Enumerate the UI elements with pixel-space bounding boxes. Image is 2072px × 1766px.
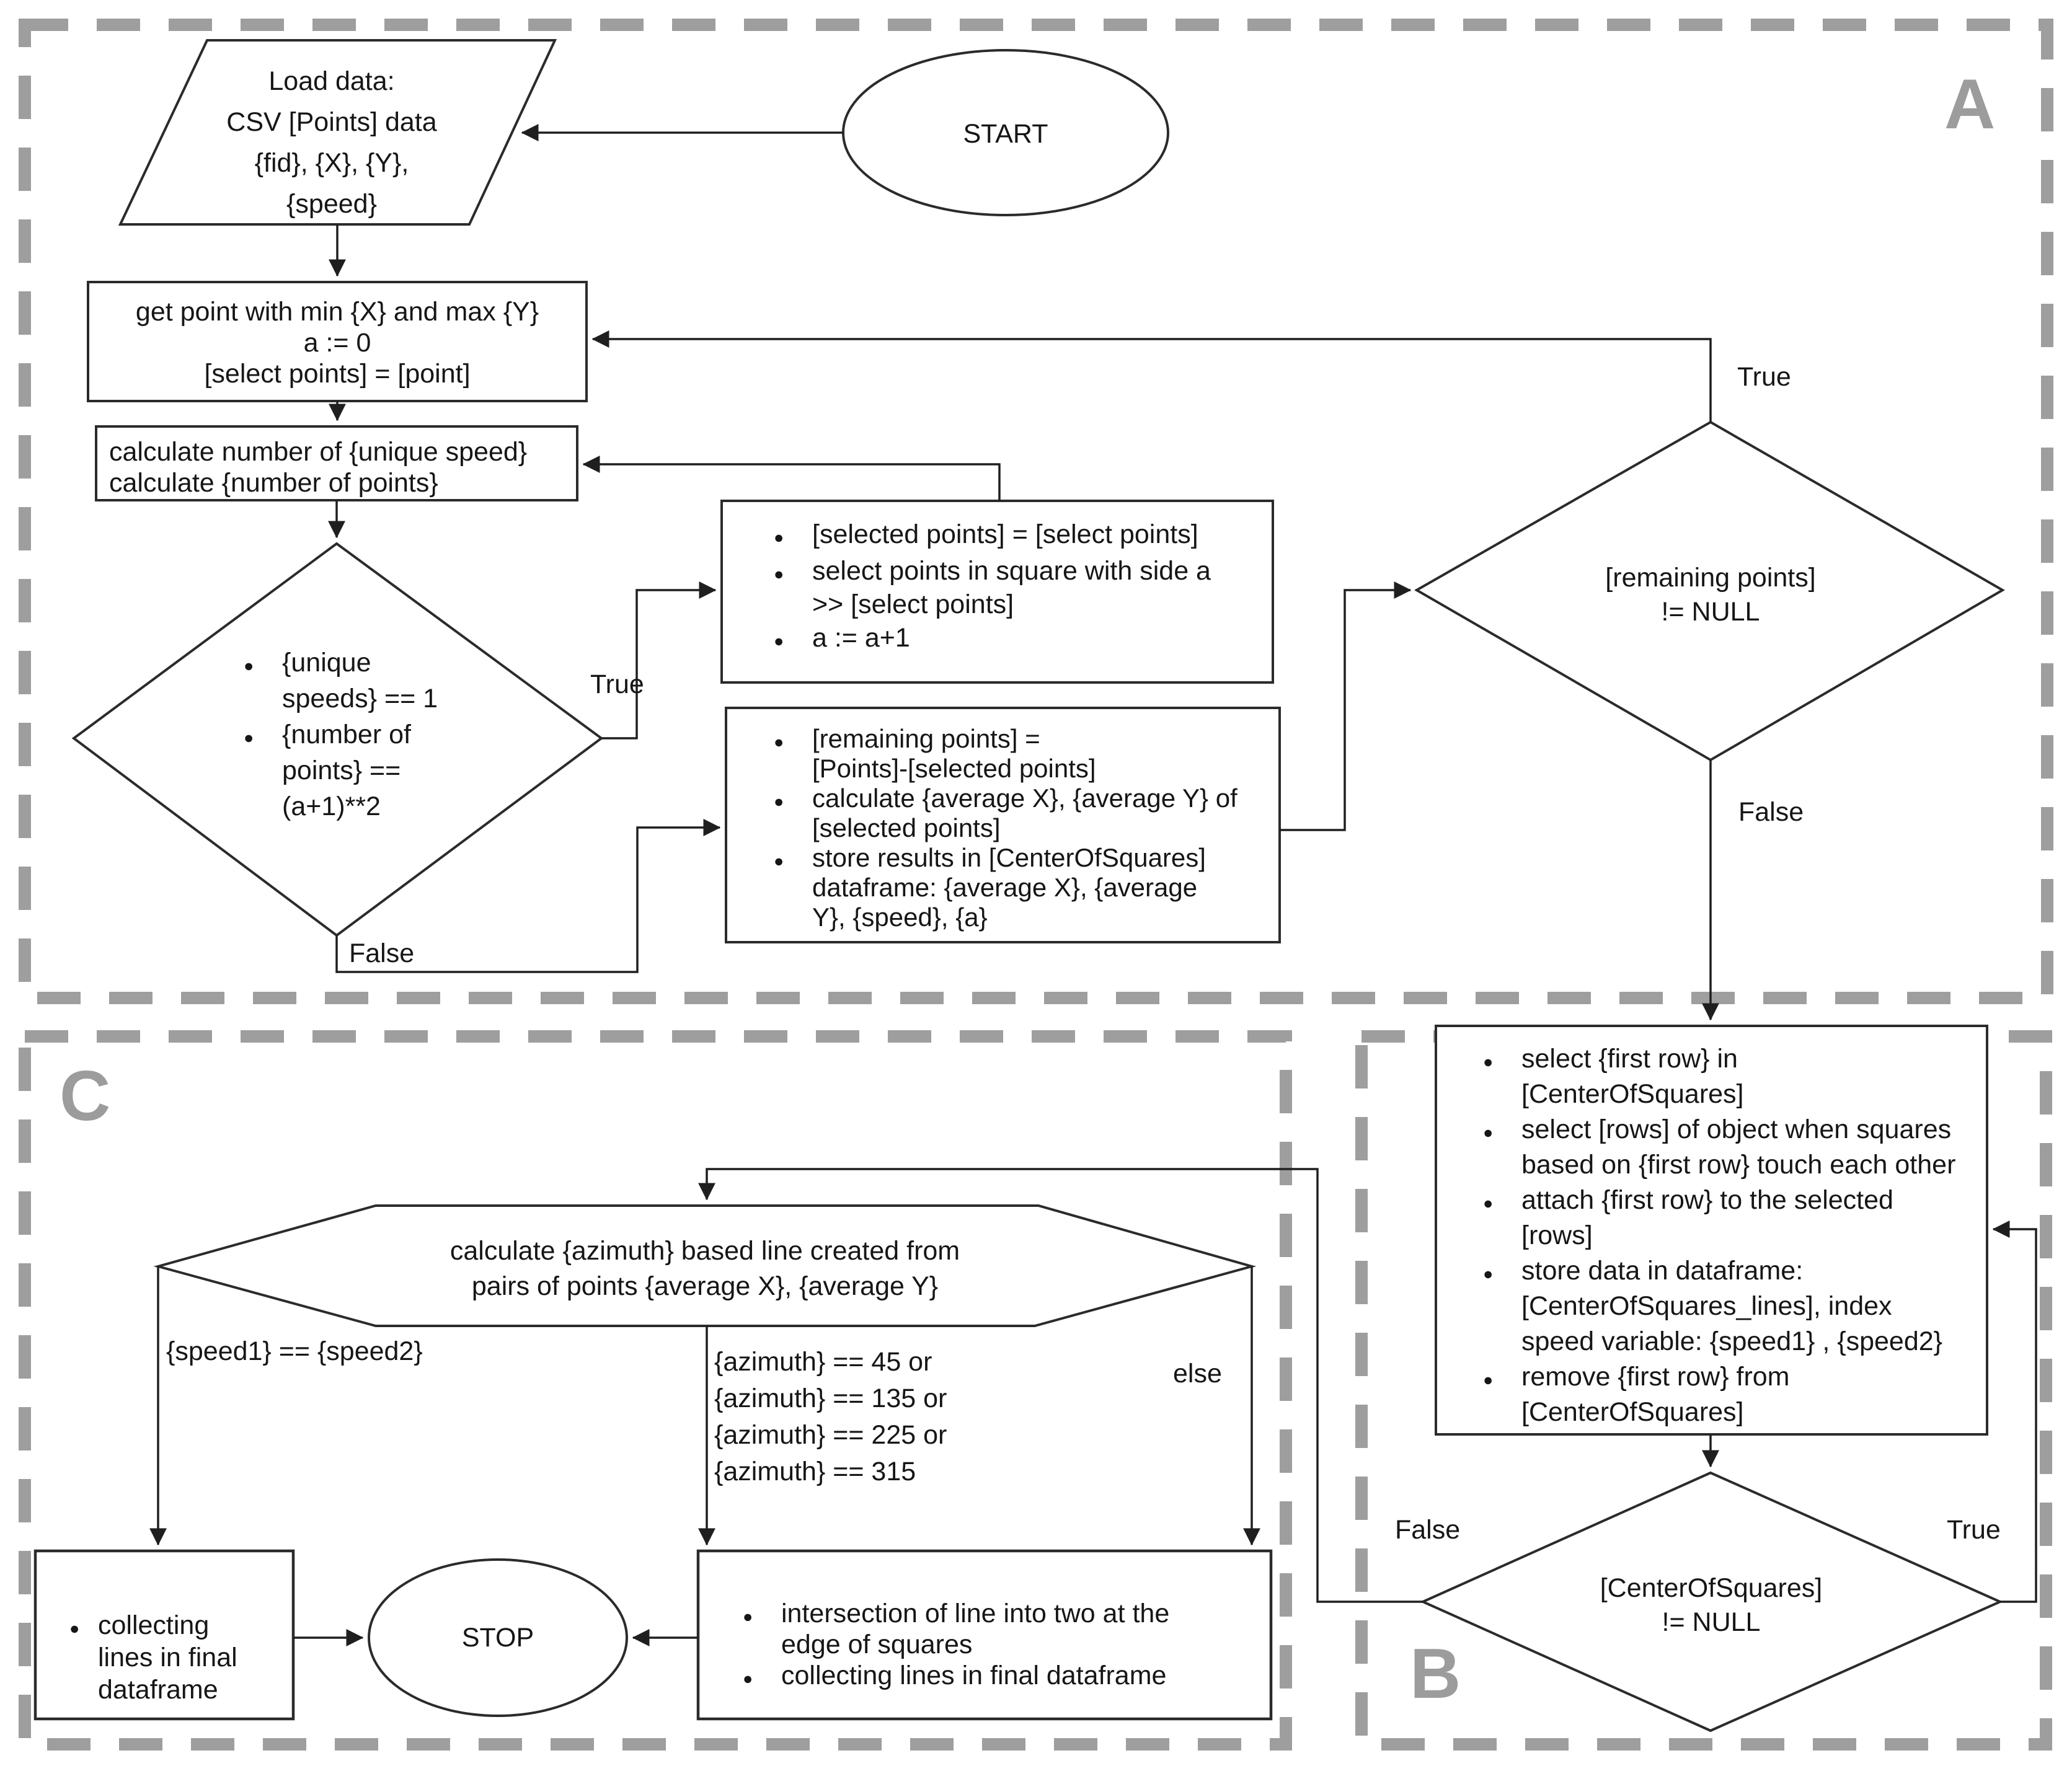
bullet-icon bbox=[768, 518, 812, 554]
get-point-box bbox=[87, 281, 588, 402]
intersect-box bbox=[696, 1549, 1273, 1721]
edge-label-center-true: True bbox=[1947, 1515, 2001, 1545]
bullet-icon bbox=[768, 554, 812, 591]
list-item: a := a+1 bbox=[768, 621, 1264, 658]
path-falseactions-to-remaining bbox=[1280, 581, 1412, 831]
list-item: [remaining points] = [Points]-[selected … bbox=[768, 724, 1270, 784]
calc-counts-text: calculate number of {unique speed} calcu… bbox=[109, 437, 528, 498]
path-center-false-to-hexagon bbox=[698, 1168, 1423, 1603]
list-item: [selected points] = [select points] bbox=[768, 518, 1264, 554]
edge-label-square-true: True bbox=[590, 669, 644, 699]
b-actions-box bbox=[1435, 1025, 1988, 1436]
path-condition-true bbox=[601, 581, 717, 740]
list-item: remove {first row} from [CenterOfSquares… bbox=[1477, 1359, 1979, 1430]
edge-label-remaining-false: False bbox=[1738, 797, 1804, 827]
list-item: select [rows] of object when squares bas… bbox=[1477, 1112, 1979, 1183]
remaining-check-text: [remaining points] != NULL bbox=[1605, 563, 1816, 627]
calc-counts-box bbox=[95, 425, 578, 501]
true-actions-list: [selected points] = [select points] sele… bbox=[768, 518, 1264, 658]
start-label: START bbox=[963, 119, 1048, 149]
stop-ellipse bbox=[368, 1558, 628, 1717]
path-center-true-loop bbox=[1992, 1221, 2037, 1603]
bullet-icon bbox=[1477, 1112, 1521, 1150]
path-trueactions-loop bbox=[582, 456, 1001, 501]
get-point-text: get point with min {X} and max {Y} a := … bbox=[135, 297, 539, 389]
false-actions-list: [remaining points] = [Points]-[selected … bbox=[768, 724, 1270, 932]
true-actions-box bbox=[720, 500, 1274, 684]
square-condition-list: {unique speeds} == 1 {number of points} … bbox=[237, 645, 461, 824]
collect-left-list: collecting lines in final dataframe bbox=[57, 1609, 280, 1706]
edge-label-azimuth-conditions: {azimuth} == 45 or {azimuth} == 135 or {… bbox=[714, 1347, 947, 1486]
path-condition-false bbox=[335, 819, 721, 973]
region-a-label: A bbox=[1944, 65, 1996, 144]
list-item: {unique speeds} == 1 bbox=[237, 645, 461, 717]
edge-label-center-false: False bbox=[1395, 1515, 1461, 1545]
list-item: collecting lines in final dataframe bbox=[737, 1660, 1257, 1694]
bullet-icon bbox=[1477, 1359, 1521, 1398]
bullet-icon bbox=[1477, 1183, 1521, 1221]
bullet-icon bbox=[768, 621, 812, 658]
center-check-diamond bbox=[1420, 1471, 2003, 1733]
list-item: {number of points} == (a+1)**2 bbox=[237, 717, 461, 824]
list-item: store data in dataframe: [CenterOfSquare… bbox=[1477, 1253, 1979, 1359]
region-b-label: B bbox=[1410, 1635, 1461, 1713]
list-item: calculate {average X}, {average Y} of [s… bbox=[768, 784, 1270, 843]
load-data-text: Load data: CSV [Points] data {fid}, {X},… bbox=[226, 66, 437, 219]
list-item: select {first row} in [CenterOfSquares] bbox=[1477, 1041, 1979, 1112]
bullet-icon bbox=[1477, 1041, 1521, 1080]
list-item: intersection of line into two at the edg… bbox=[737, 1598, 1257, 1660]
bullet-icon bbox=[237, 645, 282, 684]
list-item: select points in square with side a >> [… bbox=[768, 554, 1264, 621]
load-data-parallelogram bbox=[118, 39, 557, 226]
bullet-icon bbox=[737, 1660, 781, 1694]
edge-label-square-false: False bbox=[349, 938, 415, 968]
edge-label-speed-condition: {speed1} == {speed2} bbox=[166, 1336, 423, 1366]
path-remaining-true-loop bbox=[591, 330, 1712, 422]
list-item: attach {first row} to the selected [rows… bbox=[1477, 1183, 1979, 1253]
list-item: store results in [CenterOfSquares] dataf… bbox=[768, 843, 1270, 932]
bullet-icon bbox=[768, 724, 812, 757]
bullet-icon bbox=[768, 784, 812, 816]
region-a-border bbox=[19, 19, 2053, 1004]
edge-label-remaining-true: True bbox=[1737, 362, 1791, 392]
region-b-border bbox=[1355, 1030, 2052, 1751]
intersect-list: intersection of line into two at the edg… bbox=[737, 1598, 1257, 1694]
bullet-icon bbox=[768, 843, 812, 876]
bullet-icon bbox=[57, 1609, 98, 1645]
false-actions-box bbox=[725, 707, 1281, 943]
region-c-border bbox=[19, 1030, 1292, 1751]
bullet-icon bbox=[237, 717, 282, 756]
bullet-icon bbox=[737, 1598, 781, 1632]
b-actions-list: select {first row} in [CenterOfSquares] … bbox=[1477, 1041, 1979, 1430]
stop-label: STOP bbox=[461, 1623, 534, 1653]
list-item: collecting lines in final dataframe bbox=[57, 1609, 280, 1706]
bullet-icon bbox=[1477, 1253, 1521, 1292]
edge-label-else: else bbox=[1173, 1359, 1222, 1389]
azimuth-calc-text: calculate {azimuth} based line created f… bbox=[449, 1236, 960, 1301]
region-c-label: C bbox=[60, 1057, 111, 1136]
center-check-text: [CenterOfSquares] != NULL bbox=[1600, 1573, 1823, 1637]
